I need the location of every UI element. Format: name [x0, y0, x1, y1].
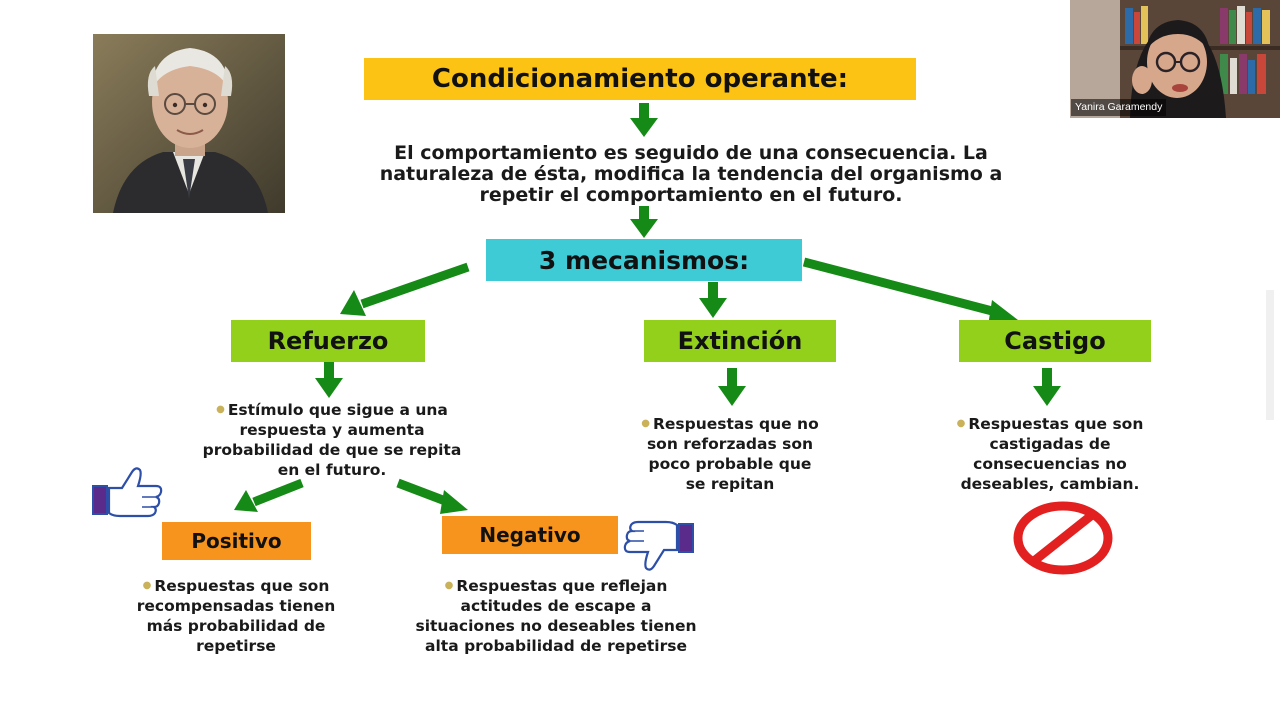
description-line: ●Respuestas que son: [142, 577, 330, 595]
portrait-photo: [93, 34, 285, 213]
description-line: deseables, cambian.: [960, 475, 1140, 493]
bullet-icon: ●: [641, 418, 650, 429]
description-line: castigadas de: [989, 435, 1111, 453]
arrow-icon: [718, 368, 746, 406]
castigo-description: ●Respuestas que son castigadas de consec…: [925, 414, 1175, 494]
participant-name-label: Yanira Garamendy: [1071, 99, 1167, 116]
description-line: ●Estímulo que sigue a una: [216, 401, 448, 419]
positivo-label: Positivo: [191, 529, 282, 553]
bullet-icon: ●: [956, 418, 966, 429]
negativo-description: ●Respuestas que reflejan actitudes de es…: [378, 576, 734, 656]
arrow-icon: [699, 282, 727, 318]
castigo-box: Castigo: [959, 320, 1151, 362]
description-line: más probabilidad de: [146, 617, 326, 635]
refuerzo-description: ●Estímulo que sigue a una respuesta y au…: [160, 400, 504, 480]
description-line: consecuencias no: [973, 455, 1127, 473]
description-line: poco probable que: [648, 455, 812, 473]
refuerzo-label: Refuerzo: [267, 327, 389, 355]
definition-line: naturaleza de ésta, modifica la tendenci…: [379, 163, 1003, 185]
edge-handle: [1266, 290, 1274, 420]
positivo-description: ●Respuestas que son recompensadas tienen…: [100, 576, 372, 656]
bullet-icon: ●: [216, 404, 225, 415]
description-line: ●Respuestas que no: [641, 415, 819, 433]
extincion-description: ●Respuestas que no son reforzadas son po…: [610, 414, 850, 494]
refuerzo-box: Refuerzo: [231, 320, 425, 362]
extincion-label: Extinción: [677, 327, 803, 355]
prohibited-icon: [1010, 500, 1116, 576]
arrow-icon: [340, 262, 470, 316]
arrow-icon: [802, 257, 1018, 326]
description-line: son reforzadas son: [646, 435, 814, 453]
thumbs-up-icon: [92, 466, 164, 518]
arrow-icon: [1033, 368, 1061, 406]
arrow-icon: [630, 103, 658, 137]
mechanisms-label: 3 mecanismos:: [538, 245, 750, 275]
slide-title: Condicionamiento operante:: [431, 64, 849, 94]
description-line: ●Respuestas que reflejan: [444, 577, 668, 595]
description-line: se repitan: [685, 475, 775, 493]
description-line: probabilidad de que se repita: [202, 441, 462, 459]
description-line: actitudes de escape a: [460, 597, 652, 615]
arrow-icon: [234, 478, 304, 512]
extincion-box: Extinción: [644, 320, 836, 362]
description-line: alta probabilidad de repetirse: [425, 637, 687, 655]
webcam-video-tile[interactable]: [1070, 0, 1280, 118]
arrow-icon: [315, 362, 343, 398]
negativo-label: Negativo: [479, 523, 581, 547]
description-line: ●Respuestas que son: [956, 415, 1144, 433]
negativo-box: Negativo: [442, 516, 618, 554]
definition-line: El comportamiento es seguido de una cons…: [394, 142, 988, 164]
thumbs-down-icon: [622, 520, 694, 572]
description-line: respuesta y aumenta: [239, 421, 425, 439]
mechanisms-box: 3 mecanismos:: [486, 239, 802, 281]
title-box: Condicionamiento operante:: [364, 58, 916, 100]
description-line: repetirse: [196, 637, 276, 655]
positivo-box: Positivo: [162, 522, 311, 560]
bullet-icon: ●: [142, 580, 152, 591]
description-line: en el futuro.: [277, 461, 387, 479]
arrow-icon: [396, 478, 468, 514]
description-line: situaciones no deseables tienen: [415, 617, 697, 635]
castigo-label: Castigo: [1004, 327, 1106, 355]
description-line: recompensadas tienen: [136, 597, 336, 615]
bullet-icon: ●: [444, 580, 454, 591]
definition-line: repetir el comportamiento en el futuro.: [479, 184, 903, 206]
arrow-icon: [630, 206, 658, 238]
definition-text: El comportamiento es seguido de una cons…: [280, 143, 1102, 206]
